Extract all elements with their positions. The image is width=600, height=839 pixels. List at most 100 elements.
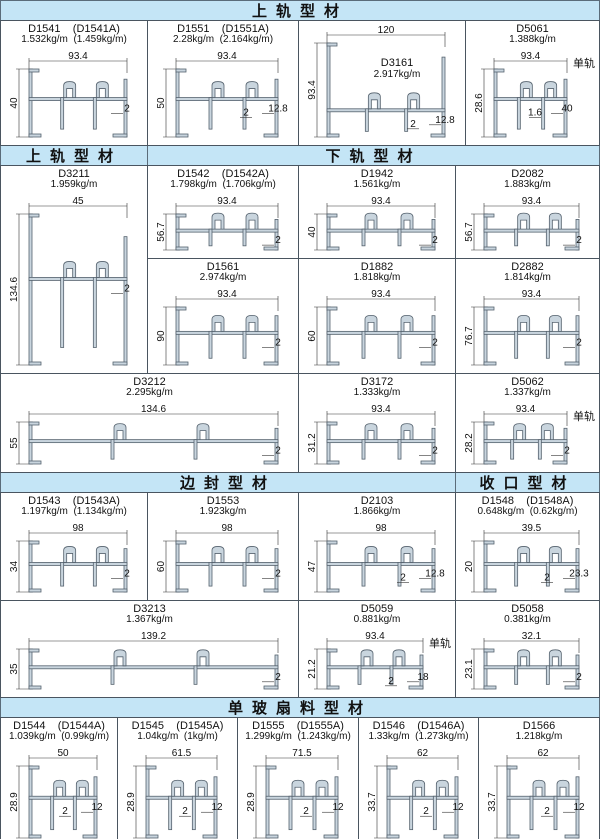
profile-code: D5059 bbox=[299, 603, 455, 615]
dimension-label: 93.4 bbox=[521, 51, 541, 62]
weight: 1.039kg/m bbox=[8, 731, 56, 742]
code: D3161 bbox=[380, 57, 414, 69]
alt-weight: (2.164kg/m) bbox=[219, 34, 274, 45]
profile-shape bbox=[175, 540, 279, 593]
dimension-label: 12.8 bbox=[435, 115, 455, 126]
code: D5061 bbox=[516, 23, 549, 35]
dimension-label: 34 bbox=[9, 561, 20, 573]
weight: 1.814kg/m bbox=[504, 272, 551, 283]
dimension-label: 28.9 bbox=[9, 792, 20, 812]
profile-shape bbox=[326, 648, 424, 690]
profile-code: D5061 bbox=[466, 23, 599, 35]
dimension-label: 40 bbox=[561, 104, 573, 115]
dimension-label: 2 bbox=[124, 568, 130, 579]
single-rail-note: 单轨 bbox=[429, 637, 451, 650]
profile-shape bbox=[265, 765, 339, 839]
dimension-label: 28.6 bbox=[474, 93, 485, 113]
profile-weight: 2.974kg/m bbox=[148, 272, 298, 283]
weight: 2.974kg/m bbox=[199, 272, 247, 283]
alt-code: (D1551A) bbox=[221, 23, 269, 35]
profile-code: D3161 bbox=[329, 57, 465, 69]
dimension-label: 39.5 bbox=[522, 523, 542, 534]
dimension-label: 28.9 bbox=[126, 792, 137, 812]
profile-code: D1541 (D1541A) bbox=[1, 23, 147, 35]
dimension-label: 2 bbox=[576, 672, 582, 683]
weight: 1.04kg/m bbox=[137, 731, 179, 742]
dimension-label: 134.6 bbox=[9, 277, 20, 302]
dimension-label: 93.4 bbox=[371, 289, 391, 300]
dimension-label: 12.8 bbox=[268, 104, 288, 115]
profile-shape bbox=[28, 213, 128, 366]
dimension-label: 98 bbox=[221, 523, 233, 534]
weight: 1.818kg/m bbox=[353, 272, 401, 283]
code: D5059 bbox=[360, 603, 394, 615]
alt-weight: (0.99kg/m) bbox=[61, 731, 110, 742]
dimension-label: 2 bbox=[124, 283, 130, 294]
code: D5062 bbox=[511, 376, 544, 388]
profile-shape bbox=[326, 306, 436, 366]
dimension-label: 2 bbox=[243, 108, 249, 119]
alt-code: (D1548A) bbox=[526, 495, 574, 507]
weight: 1.561kg/m bbox=[353, 179, 401, 190]
dimension-label: 35 bbox=[9, 663, 20, 675]
dimension-label: 93.4 bbox=[68, 51, 88, 62]
section-header-side-seal: 边封型材 bbox=[0, 472, 456, 493]
profile-code: D5062 bbox=[456, 376, 599, 388]
dimension-label: 12 bbox=[573, 802, 585, 813]
profile-weight: 1.333kg/m bbox=[299, 387, 455, 398]
profile-code: D2082 bbox=[456, 168, 599, 180]
profile-weight: 1.532kg/m (1.459kg/m) bbox=[1, 34, 147, 45]
profile-weight: 1.561kg/m bbox=[299, 179, 455, 190]
single-rail-note: 单轨 bbox=[573, 57, 595, 70]
dimension-label: 40 bbox=[9, 97, 20, 109]
weight: 1.388kg/m bbox=[509, 34, 556, 45]
alt-code: (D1543A) bbox=[72, 495, 120, 507]
profile-shape bbox=[483, 540, 580, 593]
profile-weight: 1.04kg/m (1kg/m) bbox=[118, 731, 237, 742]
profile-shape bbox=[28, 421, 279, 465]
weight: 1.367kg/m bbox=[126, 614, 173, 625]
dimension-label: 93.4 bbox=[522, 196, 542, 207]
dimension-label: 134.6 bbox=[141, 404, 166, 415]
profile-shape bbox=[326, 421, 436, 465]
profile-weight: 1.039kg/m (0.99kg/m) bbox=[1, 731, 117, 742]
weight: 1.532kg/m bbox=[21, 34, 68, 45]
dimension-label: 2 bbox=[432, 446, 438, 457]
dimension-label: 93.4 bbox=[307, 80, 318, 100]
dimension-label: 18 bbox=[417, 672, 429, 683]
dimension-label: 2 bbox=[275, 672, 281, 683]
dimension-label: 12 bbox=[211, 802, 223, 813]
profile-code: D1551 (D1551A) bbox=[148, 23, 298, 35]
dimension-label: 2 bbox=[124, 104, 130, 115]
profile-shape bbox=[326, 212, 436, 251]
profile-weight: 1.798kg/m (1.706kg/m) bbox=[148, 179, 298, 190]
dimension-label: 2 bbox=[303, 806, 309, 817]
profile-shape bbox=[28, 68, 128, 138]
alt-weight: (1.273kg/m) bbox=[415, 731, 469, 742]
profile-shape bbox=[175, 212, 279, 251]
profile-weight: 2.28kg/m (2.164kg/m) bbox=[148, 34, 298, 45]
dimension-label: 2 bbox=[544, 806, 550, 817]
dimension-label: 23.1 bbox=[464, 659, 475, 679]
single-rail-note: 单轨 bbox=[573, 410, 595, 423]
section-header-single-glass-sash: 单玻扇料型材 bbox=[0, 697, 600, 718]
dimension-label: 93.4 bbox=[522, 289, 542, 300]
